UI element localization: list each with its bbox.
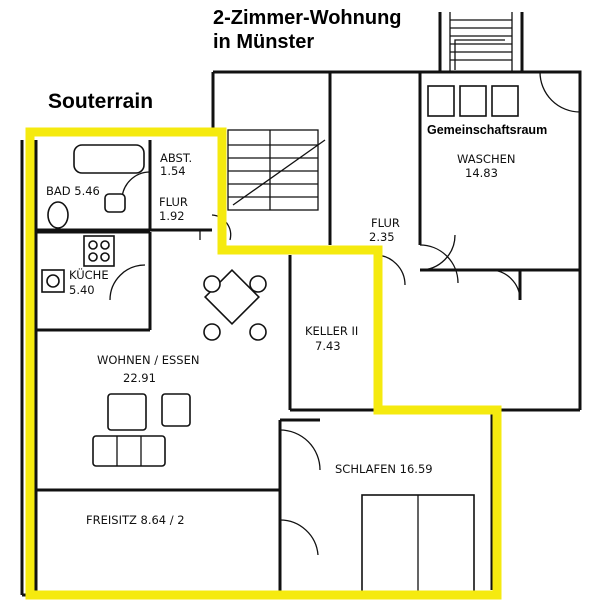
dining-set bbox=[203, 268, 267, 341]
level-label: Souterrain bbox=[48, 90, 154, 113]
room-wohnen-name: WOHNEN / ESSEN bbox=[97, 353, 199, 367]
apartment-outline bbox=[25, 127, 502, 600]
bathroom-fixtures bbox=[47, 144, 145, 229]
washing-machines bbox=[427, 85, 519, 117]
title-line-1: 2-Zimmer-Wohnung bbox=[213, 7, 402, 29]
kitchen-fixtures bbox=[41, 235, 115, 293]
room-waschen-area: 14.83 bbox=[465, 166, 498, 180]
room-kuche-name: KÜCHE bbox=[69, 266, 109, 282]
room-schlafen: SCHLAFEN 16.59 bbox=[335, 462, 433, 476]
room-wohnen-area: 22.91 bbox=[123, 371, 156, 385]
doors bbox=[109, 71, 581, 556]
sofa-set bbox=[92, 393, 191, 467]
stairs-internal bbox=[227, 129, 326, 211]
room-keller-area: 7.43 bbox=[315, 339, 341, 353]
room-abst-name: ABST. bbox=[160, 151, 192, 165]
bed bbox=[361, 494, 475, 596]
room-flur2-area: 2.35 bbox=[369, 230, 395, 244]
room-waschen-name: WASCHEN bbox=[457, 152, 515, 166]
stairs-entrance bbox=[449, 12, 513, 72]
room-freisitz: FREISITZ 8.64 / 2 bbox=[86, 513, 185, 527]
common-room-label: Gemeinschaftsraum bbox=[427, 123, 548, 137]
room-keller-name: KELLER II bbox=[305, 324, 358, 338]
room-kuche-area: 5.40 bbox=[69, 283, 95, 297]
room-flur2-name: FLUR bbox=[371, 216, 400, 230]
room-flur1-area: 1.92 bbox=[159, 209, 185, 223]
title-line-2: in Münster bbox=[213, 31, 315, 53]
room-flur1-name: FLUR bbox=[159, 195, 188, 209]
room-abst-area: 1.54 bbox=[160, 164, 186, 178]
room-bad: BAD 5.46 bbox=[46, 184, 100, 198]
